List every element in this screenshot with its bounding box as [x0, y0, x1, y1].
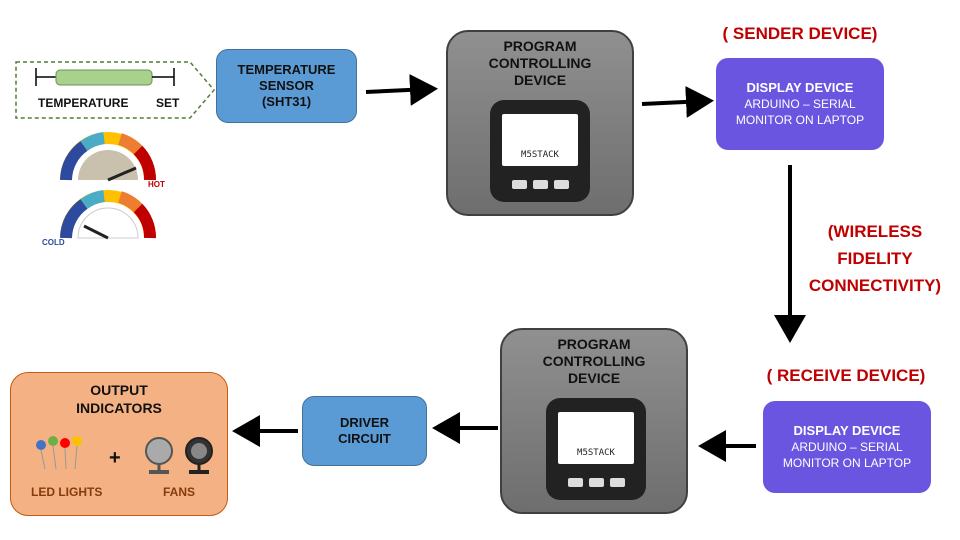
temperature-sensor-box: TEMPERATURE SENSOR (SHT31)	[216, 49, 357, 123]
driver-line-2: CIRCUIT	[338, 431, 391, 446]
display-bottom-title: DISPLAY DEVICE	[793, 423, 901, 438]
m5stack-device-icon: M5STACK	[546, 398, 646, 500]
fans-label: FANS	[163, 485, 196, 499]
display-bottom-line-1: ARDUINO – SERIAL	[791, 440, 903, 454]
cold-label: COLD	[42, 238, 65, 247]
driver-circuit-box: DRIVER CIRCUIT	[302, 396, 427, 466]
plus-sign: +	[109, 447, 121, 469]
sender-device-label: ( SENDER DEVICE)	[722, 24, 878, 43]
driver-line-1: DRIVER	[339, 415, 390, 430]
sensor-line-3: (SHT31)	[261, 94, 312, 109]
wireless-fidelity-label: (WIRELESS FIDELITY CONNECTIVITY)	[808, 222, 942, 295]
m5stack-screen-text: M5STACK	[521, 150, 559, 160]
arrow-controller-to-display	[641, 85, 714, 118]
output-title: OUTPUT INDICATORS	[76, 382, 162, 416]
display-device-bottom: DISPLAY DEVICE ARDUINO – SERIAL MONITOR …	[763, 401, 931, 493]
led-lights-label: LED LIGHTS	[31, 485, 103, 499]
fan-icon	[185, 437, 213, 474]
temperature-label: TEMPERATURE	[38, 96, 129, 110]
controller-top-title: PROGRAM CONTROLLING DEVICE	[488, 38, 592, 88]
fan-icon	[145, 437, 173, 474]
program-controlling-device-top: PROGRAM CONTROLLING DEVICE M5STACK	[446, 30, 634, 216]
output-indicators-box: OUTPUT INDICATORS + LED LIGHTS FANS	[10, 372, 228, 516]
sensor-line-2: SENSOR	[259, 78, 314, 93]
temperature-slider-bar	[55, 69, 153, 86]
hot-gauge-icon	[60, 132, 156, 182]
display-device-top: DISPLAY DEVICE ARDUINO – SERIAL MONITOR …	[716, 58, 884, 150]
receive-device-label: ( RECEIVE DEVICE)	[766, 366, 926, 385]
display-bottom-line-2: MONITOR ON LAPTOP	[782, 456, 912, 470]
m5stack-screen-text: M5STACK	[577, 448, 615, 458]
hot-label: HOT	[148, 180, 165, 189]
set-label: SET	[156, 96, 180, 110]
m5stack-device-icon: M5STACK	[490, 100, 590, 202]
cold-gauge-icon	[60, 190, 156, 240]
display-top-line-2: MONITOR ON LAPTOP	[735, 113, 865, 127]
sensor-line-1: TEMPERATURE	[237, 62, 336, 77]
display-top-line-1: ARDUINO – SERIAL	[744, 97, 856, 111]
arrow-sensor-to-controller	[365, 73, 438, 106]
controller-bottom-title: PROGRAM CONTROLLING DEVICE	[542, 336, 646, 386]
program-controlling-device-bottom: PROGRAM CONTROLLING DEVICE M5STACK	[500, 328, 688, 514]
display-top-title: DISPLAY DEVICE	[746, 80, 854, 95]
output-icons	[36, 436, 213, 474]
led-lights-icon	[36, 436, 82, 470]
